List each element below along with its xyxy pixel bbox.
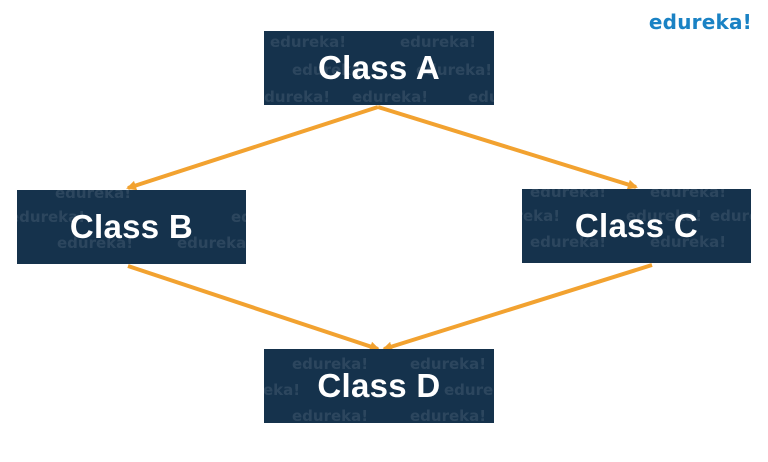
watermark: edureka! [264, 88, 331, 105]
class-c-box: edureka! edureka! edureka! edureka! edur… [522, 189, 751, 263]
class-b-label: Class B [69, 208, 194, 245]
watermark: edureka! [55, 190, 132, 202]
watermark: edureka! [231, 208, 246, 226]
watermark: edureka! [292, 407, 369, 423]
arrow-a-to-c [377, 105, 638, 190]
edureka-logo: edureka! [648, 10, 752, 34]
watermark: edureka! [264, 381, 301, 399]
watermark: edureka! [650, 189, 727, 201]
watermark: edureka! [710, 207, 751, 225]
class-b-box: edureka! edureka! edureka! edureka! edur… [17, 190, 246, 264]
class-a-label: Class A [318, 49, 440, 86]
watermark: edureka! [352, 88, 429, 105]
watermark: edureka! [444, 381, 494, 399]
class-a-box: edureka! edureka! edureka! edureka! edur… [264, 31, 494, 105]
watermark: edureka! [410, 407, 487, 423]
arrow-c-to-d [382, 263, 653, 352]
watermark: edureka! [530, 189, 607, 201]
watermark: edureka! [522, 207, 561, 225]
class-c-label: Class C [574, 207, 699, 244]
watermark: edureka! [468, 88, 494, 105]
class-d-box: edureka! edureka! edureka! edureka! edur… [264, 349, 494, 423]
arrow-a-to-b [126, 105, 379, 191]
class-d-label: Class D [317, 367, 441, 404]
arrow-b-to-d [127, 264, 380, 352]
